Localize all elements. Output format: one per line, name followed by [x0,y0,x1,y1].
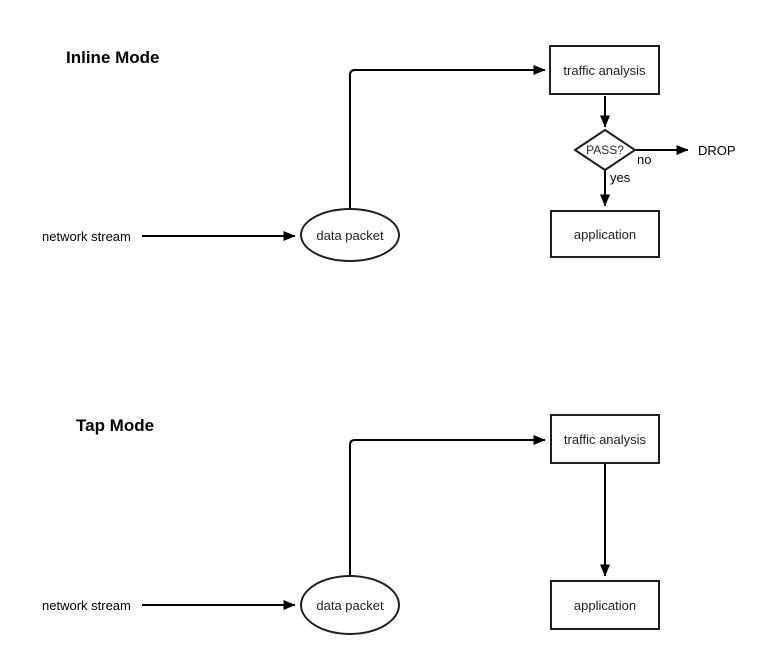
inline-network-stream-label: network stream [42,229,131,244]
tap-traffic-analysis-label: traffic analysis [563,431,647,447]
tap-application-label: application [573,597,637,613]
inline-traffic-analysis-node: traffic analysis [549,45,660,95]
tap-traffic-analysis-node: traffic analysis [550,414,660,464]
inline-edge-no-label: no [637,152,652,167]
tap-data-packet-label: data packet [316,597,384,613]
inline-traffic-analysis-label: traffic analysis [563,62,646,78]
edge-tap-datapacket-to-trafficanalysis [349,435,546,575]
inline-data-packet-label: data packet [316,227,384,243]
inline-mode-title: Inline Mode [66,48,160,67]
decision-diamond-shape [573,128,637,172]
tap-application-node: application [550,580,660,630]
inline-data-packet-node: data packet [300,208,400,262]
inline-drop-label: DROP [698,143,736,158]
inline-decision-label: PASS? [586,143,624,157]
tap-data-packet-node: data packet [300,575,400,635]
inline-application-label: application [573,226,637,242]
inline-decision-node: PASS? [575,141,635,159]
inline-application-node: application [550,210,660,258]
tap-network-stream-label: network stream [42,598,131,613]
edge-inline-datapacket-to-trafficanalysis [349,65,546,208]
tap-mode-title: Tap Mode [76,416,155,435]
inline-edge-yes-label: yes [610,170,631,185]
